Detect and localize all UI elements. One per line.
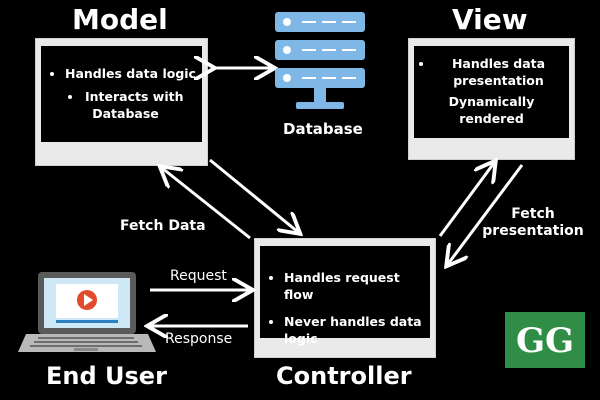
- view-item-1: Handles data presentation: [434, 56, 563, 90]
- controller-box: Handles request flow Never handles data …: [254, 238, 436, 358]
- view-box: Handles data presentation Dynamically re…: [408, 38, 575, 160]
- database-icon: [275, 12, 365, 109]
- controller-item-1: Handles request flow: [284, 270, 424, 304]
- request-label: Request: [170, 268, 227, 284]
- controller-to-view-arrow: [438, 163, 494, 237]
- model-item-1: Handles data logic: [65, 66, 196, 83]
- controller-item-2: Never handles data logic: [284, 314, 424, 348]
- logo-text: GG: [516, 321, 574, 361]
- model-item-2: Interacts with Database: [55, 89, 196, 123]
- model-to-controller-arrow: [209, 158, 298, 232]
- model-screen: Handles data logic Interacts with Databa…: [41, 46, 202, 142]
- view-note: Dynamically rendered: [448, 93, 535, 126]
- fetch-data-label: Fetch Data: [120, 218, 206, 234]
- gfg-logo-icon: GG: [505, 312, 585, 368]
- controller-title: Controller: [276, 362, 412, 390]
- end-user-label: End User: [46, 362, 167, 390]
- view-to-controller-arrow: [448, 164, 524, 264]
- laptop-icon: [18, 272, 156, 352]
- response-label: Response: [165, 331, 233, 347]
- view-screen: Handles data presentation Dynamically re…: [414, 46, 569, 138]
- controller-to-model-arrow: [162, 168, 251, 240]
- model-box: Handles data logic Interacts with Databa…: [35, 38, 208, 166]
- controller-screen: Handles request flow Never handles data …: [260, 246, 430, 346]
- fetch-presentation-label: Fetch presentation: [482, 206, 584, 239]
- database-label: Database: [283, 120, 363, 138]
- model-title: Model: [72, 3, 168, 36]
- view-title: View: [452, 3, 528, 36]
